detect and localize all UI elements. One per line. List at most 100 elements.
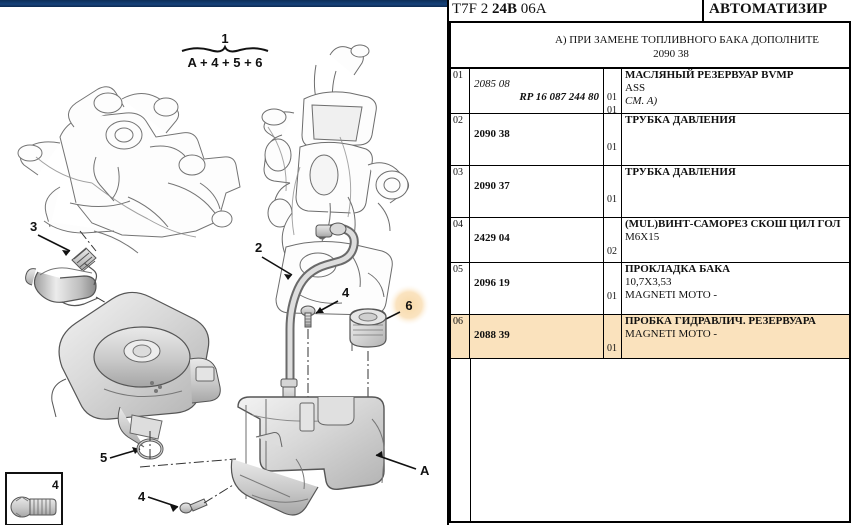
- row-reference-cell: 2088 39: [470, 315, 604, 358]
- reference-number: 2088 39: [474, 329, 510, 341]
- quantity-value: 01: [607, 194, 617, 205]
- table-empty-area: [451, 359, 849, 521]
- pump-body: [51, 291, 221, 448]
- quantity-value: [604, 128, 619, 141]
- screw-part-4b: [179, 498, 208, 514]
- catalog-title: АВТОМАТИЗИР: [709, 1, 828, 17]
- screw-part-4a: [300, 305, 316, 328]
- reservoir-plug-6: [349, 308, 387, 351]
- part-description-detail: 10,7X3,53: [625, 276, 672, 288]
- part-description-title: ТРУБКА ДАВЛЕНИЯ: [625, 166, 736, 178]
- header-rule: [449, 21, 851, 23]
- callout-4a-arrow: [316, 307, 324, 313]
- note-text: A) ПРИ ЗАМЕНЕ ТОПЛИВНОГО БАКА ДОПОЛНИТЕ: [554, 34, 820, 46]
- brace-formula-label: A + 4 + 5 + 6: [187, 55, 262, 70]
- row-quantity-cell: 01: [604, 114, 622, 165]
- row-item-number: 04: [451, 218, 470, 262]
- row-item-number: 01: [451, 69, 470, 113]
- note-reference: 2090 38: [653, 48, 689, 60]
- callout-3-arrow: [62, 250, 70, 256]
- part-description-detail: MAGNETI MOTO -: [625, 328, 718, 340]
- row-item-number: 05: [451, 263, 470, 314]
- row-quantity-cell: 01: [604, 315, 622, 358]
- note-zone: A) ПРИ ЗАМЕНЕ ТОПЛИВНОГО БАКА ДОПОЛНИТЕ …: [449, 23, 851, 67]
- row-reference-cell: 2096 19: [470, 263, 604, 314]
- reference-number: RP 16 087 244 80: [519, 91, 599, 103]
- row-description-cell: ТРУБКА ДАВЛЕНИЯ: [622, 114, 849, 165]
- row-reference-cell: 2085 08 RP 16 087 244 80: [470, 69, 604, 113]
- reference-number: 2429 04: [474, 232, 510, 244]
- oil-reservoir-tank-A: [230, 396, 385, 516]
- part-description-detail: MAGNETI MOTO -: [625, 289, 718, 301]
- quantity-value: 01: [607, 92, 617, 103]
- callout-5-label: 5: [100, 450, 107, 465]
- inset-label-4: 4: [52, 478, 59, 492]
- callout-4a-label: 4: [342, 285, 350, 300]
- quantity-value: [604, 277, 619, 290]
- top-navy-bar: [0, 0, 447, 7]
- part-description-title: ПРОБКА ГИДРАВЛИЧ. РЕЗЕРВУАРА: [625, 315, 817, 327]
- quantity-value: 01: [607, 343, 617, 354]
- callout-6-highlight: [388, 284, 430, 326]
- catalog-code-prefix: T7F 2: [452, 1, 493, 17]
- pressure-tube-2: [280, 222, 359, 408]
- reference-number: 2085 08: [474, 78, 510, 90]
- catalog-code-suffix: 06A: [517, 1, 547, 17]
- part-description-detail: ASS: [625, 82, 646, 94]
- row-item-number: 02: [451, 114, 470, 165]
- callout-3-label: 3: [30, 219, 37, 234]
- callout-A-arrow: [376, 451, 383, 458]
- reference-number: 2090 37: [474, 180, 510, 192]
- part-description-title: ТРУБКА ДАВЛЕНИЯ: [625, 114, 736, 126]
- inset-box-screw-4: 4: [5, 472, 63, 525]
- quantity-value: [604, 232, 619, 245]
- dashdot-line-5: [139, 458, 237, 468]
- panel-divider: [447, 0, 449, 525]
- catalog-header: T7F 2 24B 06A АВТОМАТИЗИР: [449, 0, 851, 21]
- part-description-title: МАСЛЯНЫЙ РЕЗЕРВУАР BVMP: [625, 69, 794, 81]
- dashdot-line-3b: [79, 230, 97, 252]
- callout-6-label: 6: [405, 298, 412, 313]
- catalog-code: T7F 2 24B 06A: [452, 1, 547, 18]
- reference-number: 2090 38: [474, 128, 510, 140]
- quantity-value: 01: [607, 291, 617, 302]
- part-description-detail: M6X15: [625, 231, 660, 243]
- callout-3-leader: [37, 234, 71, 252]
- callout-A-label: A: [420, 463, 430, 478]
- parts-list-panel: T7F 2 24B 06A АВТОМАТИЗИР A) ПРИ ЗАМЕНЕ …: [449, 0, 851, 525]
- table-column-divider: [470, 359, 471, 521]
- callout-4b-arrow: [170, 505, 178, 512]
- callout-2-label: 2: [255, 240, 262, 255]
- part-description-title: ПРОКЛАДКА БАКА: [625, 263, 731, 275]
- row-quantity-cell: 01: [604, 263, 622, 314]
- table-row[interactable]: 04 2429 04 02(MUL)ВИНТ-САМОРЕЗ СКОШ ЦИЛ Г…: [451, 218, 849, 263]
- callout-2-leader: [261, 256, 293, 276]
- reference-number: 2096 19: [474, 277, 510, 289]
- callout-1-label: 1: [221, 31, 228, 46]
- row-quantity-cell: 02: [604, 218, 622, 262]
- catalog-code-bold: 24B: [492, 1, 518, 17]
- row-reference-cell: 2090 37: [470, 166, 604, 217]
- row-quantity-cell: 01: [604, 166, 622, 217]
- quantity-value: [604, 329, 619, 342]
- brace-shape: [181, 44, 269, 53]
- row-reference-cell: 2090 38: [470, 114, 604, 165]
- row-reference-cell: 2429 04: [470, 218, 604, 262]
- quantity-value: [604, 180, 619, 193]
- hose-part-3: [25, 247, 99, 307]
- header-separator: [702, 0, 704, 21]
- quantity-value: [604, 78, 619, 91]
- quantity-value: 01: [607, 105, 617, 116]
